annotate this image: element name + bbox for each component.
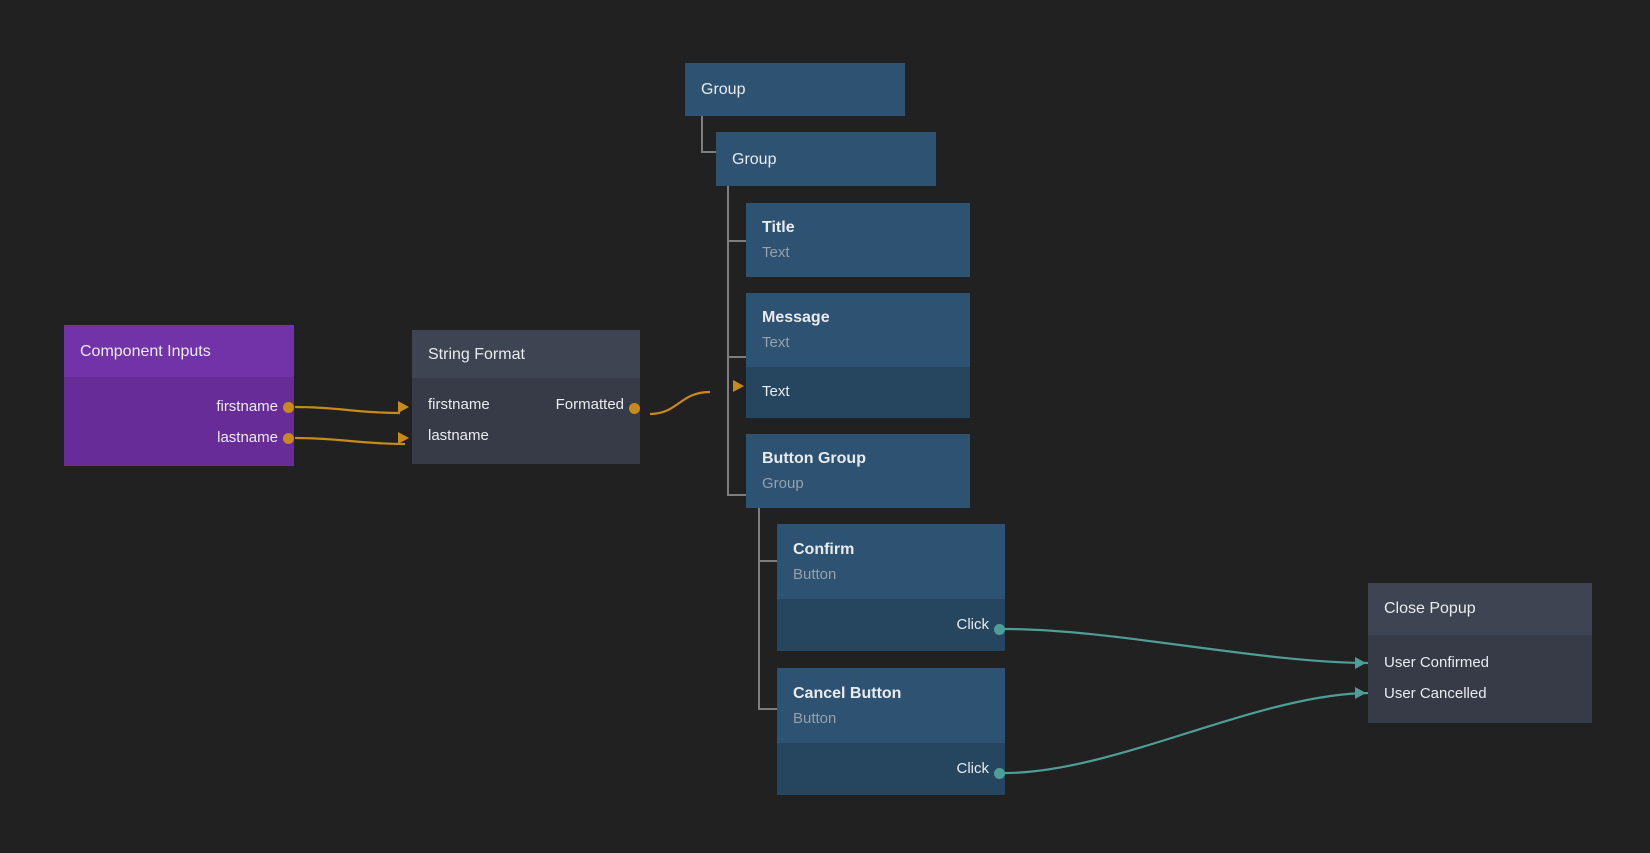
output-port-row[interactable]: Formatted <box>555 396 624 413</box>
wire-formatted-to-message-text <box>649 390 711 416</box>
output-port-row[interactable]: Click <box>956 616 990 633</box>
node-header: Component Inputs <box>64 325 294 377</box>
node-message-widget[interactable]: Message Text Text <box>746 293 970 418</box>
output-port-dot-confirm-click[interactable] <box>994 624 1005 635</box>
node-title: Close Popup <box>1384 600 1476 617</box>
tree-connector-group-inner <box>727 186 749 496</box>
output-port-dot-cancel-click[interactable] <box>994 768 1005 779</box>
node-subtitle: Text <box>762 334 790 351</box>
input-port-row[interactable]: User Cancelled <box>1384 685 1487 702</box>
node-cancel-button[interactable]: Cancel Button Button Click <box>777 668 1005 795</box>
node-title: String Format <box>428 346 525 363</box>
node-header: Title Text <box>746 203 970 277</box>
node-subtitle: Text <box>762 244 790 261</box>
output-port-row[interactable]: Click <box>956 760 990 777</box>
input-port-row[interactable]: User Confirmed <box>1384 654 1490 671</box>
node-body: Click <box>777 599 1005 651</box>
output-port-row[interactable]: firstname <box>216 398 278 415</box>
input-arrow-message-text <box>733 380 744 392</box>
node-title: Group <box>701 81 746 98</box>
node-title: Button Group <box>762 450 866 467</box>
node-body: User Confirmed User Cancelled <box>1368 635 1592 723</box>
node-body: Text <box>746 367 970 418</box>
input-arrow-user-confirmed <box>1355 657 1366 669</box>
node-header: Message Text <box>746 293 970 367</box>
output-port-dot-firstname[interactable] <box>283 402 294 413</box>
wire-cancel-click-to-user-cancelled <box>1004 691 1371 775</box>
node-header: Close Popup <box>1368 583 1592 635</box>
node-title: Component Inputs <box>80 343 211 360</box>
node-header: Confirm Button <box>777 524 1005 599</box>
input-arrow-firstname <box>398 401 409 413</box>
node-title: Message <box>762 309 830 326</box>
node-header: Group <box>685 63 905 116</box>
tree-connector-button-group <box>758 500 780 710</box>
node-subtitle: Button <box>793 710 837 727</box>
node-subtitle: Group <box>762 475 804 492</box>
node-button-group[interactable]: Button Group Group <box>746 434 970 508</box>
node-title: Group <box>732 151 777 168</box>
node-group-outer[interactable]: Group <box>685 63 905 116</box>
node-confirm-button[interactable]: Confirm Button Click <box>777 524 1005 651</box>
input-arrow-user-cancelled <box>1355 687 1366 699</box>
output-port-row[interactable]: lastname <box>217 429 278 446</box>
wire-confirm-click-to-user-confirmed <box>1004 627 1371 665</box>
node-header: Cancel Button Button <box>777 668 1005 743</box>
output-port-dot-lastname[interactable] <box>283 433 294 444</box>
node-body: firstname lastname Formatted <box>412 378 640 464</box>
node-title: Confirm <box>793 541 855 558</box>
node-body: firstname lastname <box>64 377 294 466</box>
node-title: Cancel Button <box>793 685 902 702</box>
node-title: Title <box>762 219 795 236</box>
node-subtitle: Button <box>793 566 837 583</box>
node-component-inputs[interactable]: Component Inputs firstname lastname <box>64 325 294 466</box>
tree-connector-group-outer <box>701 116 723 153</box>
node-group-inner[interactable]: Group <box>716 132 936 186</box>
node-close-popup[interactable]: Close Popup User Confirmed User Cancelle… <box>1368 583 1592 723</box>
input-port-row[interactable]: Text <box>762 383 790 400</box>
wire-lastname <box>294 436 406 446</box>
node-string-format[interactable]: String Format firstname lastname Formatt… <box>412 330 640 464</box>
node-header: String Format <box>412 330 640 378</box>
node-title-widget[interactable]: Title Text <box>746 203 970 277</box>
output-port-dot-formatted[interactable] <box>629 403 640 414</box>
node-header: Button Group Group <box>746 434 970 508</box>
node-body: Click <box>777 743 1005 795</box>
input-arrow-lastname <box>398 432 409 444</box>
wire-firstname <box>294 405 401 415</box>
input-port-row[interactable]: lastname <box>428 427 489 444</box>
node-header: Group <box>716 132 936 186</box>
input-port-row[interactable]: firstname <box>428 396 490 413</box>
